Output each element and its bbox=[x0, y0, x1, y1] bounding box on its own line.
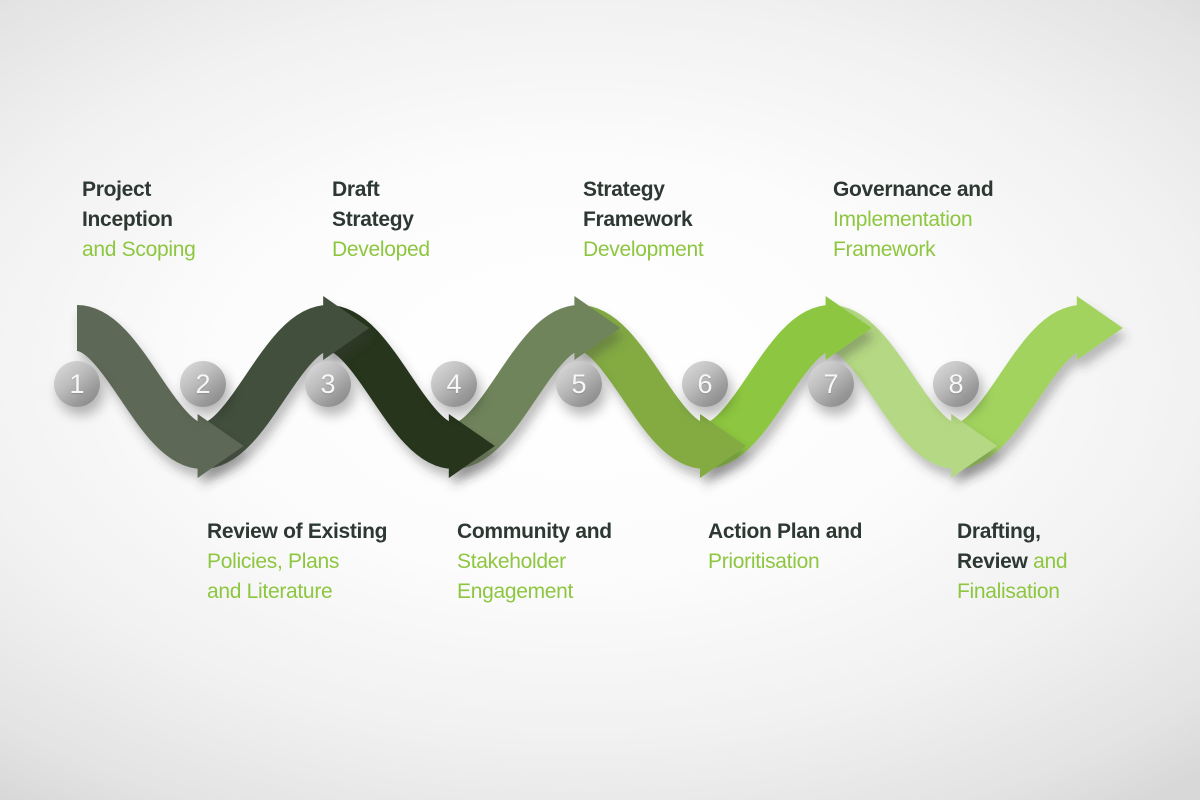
label-line: Prioritisation bbox=[708, 550, 820, 573]
step-circle-2: 2 bbox=[180, 361, 226, 407]
wave-segment-1 bbox=[73, 305, 244, 478]
label-line: Framework bbox=[833, 238, 936, 261]
step-label-4: Community and Stakeholder Engagement bbox=[457, 517, 612, 607]
arrowhead-icon bbox=[1076, 296, 1123, 360]
arrowhead-icon bbox=[951, 414, 998, 478]
step-circle-5: 5 bbox=[556, 361, 602, 407]
step-label-2: Review of Existing Policies, Plans and L… bbox=[207, 517, 387, 607]
step-label-3: Draft Strategy Developed bbox=[332, 175, 430, 265]
step-circle-3: 3 bbox=[305, 361, 351, 407]
wave-segment-8 bbox=[952, 296, 1123, 469]
step-number: 6 bbox=[697, 368, 713, 399]
arrowhead-icon bbox=[323, 296, 370, 360]
label-line: Review of Existing bbox=[207, 520, 388, 543]
label-line: Developed bbox=[332, 238, 430, 261]
label-line: Governance and bbox=[833, 178, 994, 201]
arrowhead-icon bbox=[448, 414, 495, 478]
label-line: Engagement bbox=[457, 580, 574, 603]
label-line: Project bbox=[82, 178, 152, 201]
label-line: Development bbox=[583, 238, 704, 261]
label-line: Implementation bbox=[833, 208, 973, 231]
label-line: Stakeholder bbox=[457, 550, 566, 573]
wave-segment-body bbox=[73, 305, 207, 469]
label-line: Strategy bbox=[332, 208, 414, 231]
label-line: Drafting, bbox=[957, 520, 1041, 543]
label-line: and Literature bbox=[207, 580, 333, 603]
label-line: Inception bbox=[82, 208, 173, 231]
step-circle-4: 4 bbox=[431, 361, 477, 407]
label-line: Review and bbox=[957, 550, 1068, 573]
arrowhead-icon bbox=[574, 296, 621, 360]
label-line: Policies, Plans bbox=[207, 550, 340, 573]
label-line: Community and bbox=[457, 520, 612, 543]
arrowhead-icon bbox=[700, 414, 746, 478]
arrowhead-icon bbox=[197, 414, 244, 478]
step-label-1: Project Inception and Scoping bbox=[82, 175, 196, 265]
step-number: 1 bbox=[69, 368, 85, 399]
step-number: 3 bbox=[320, 368, 336, 399]
wave-segment-7 bbox=[826, 305, 998, 478]
step-circle-7: 7 bbox=[808, 361, 854, 407]
arrowhead-icon bbox=[825, 296, 872, 360]
label-line: Draft bbox=[332, 178, 380, 201]
label-line: Framework bbox=[583, 208, 693, 231]
label-line: and Scoping bbox=[82, 238, 196, 261]
step-circle-8: 8 bbox=[933, 361, 979, 407]
step-label-6: Action Plan and Prioritisation bbox=[708, 517, 862, 577]
step-number: 8 bbox=[948, 368, 964, 399]
step-number: 5 bbox=[571, 368, 587, 399]
wave-segment-5 bbox=[575, 305, 746, 478]
label-line: Action Plan and bbox=[708, 520, 863, 543]
step-label-8: Drafting, Review and Finalisation bbox=[957, 517, 1068, 607]
label-line: Strategy bbox=[583, 178, 665, 201]
step-circle-6: 6 bbox=[682, 361, 728, 407]
step-number: 7 bbox=[823, 368, 839, 399]
label-line: Finalisation bbox=[957, 580, 1060, 603]
wave-segment-3 bbox=[324, 305, 495, 478]
step-number: 4 bbox=[446, 368, 462, 399]
step-label-7: Governance and Implementation Framework bbox=[833, 175, 994, 265]
step-label-5: Strategy Framework Development bbox=[583, 175, 704, 265]
step-number: 2 bbox=[195, 368, 211, 399]
step-circle-1: 1 bbox=[54, 361, 100, 407]
